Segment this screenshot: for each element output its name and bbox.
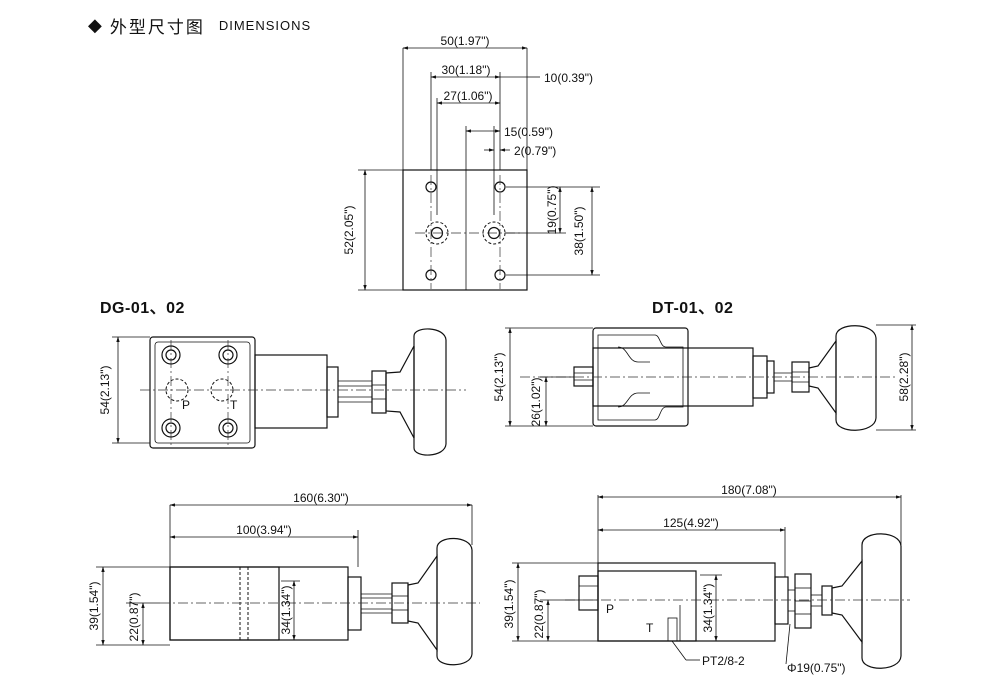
dt-side-body-height-dim: 34(1.34") (701, 584, 715, 633)
dt-side-body-dim: 125(4.92") (663, 516, 719, 530)
top-offset-10-dim: 10(0.39") (544, 71, 593, 85)
section-title-cn: 外型尺寸图 (109, 17, 205, 38)
dg-side-view: 160(6.30") 100(3.94") 39(1.54") 22(0.87"… (87, 491, 480, 666)
section-title-en: DIMENSIONS (218, 17, 312, 33)
dg-port-t-label: T (230, 398, 238, 412)
dg-port-p-circle (165, 378, 189, 402)
dg-plan-locknut (371, 370, 387, 414)
dg-plan-height-dim: 54(2.13") (98, 366, 112, 415)
top-offset-27-dim: 27(1.06") (444, 89, 493, 103)
mounting-face-outline (402, 169, 528, 291)
diamond-bullet-icon: ◆ (88, 14, 102, 35)
dg-plan-view: P T 54(2.13") (98, 328, 466, 456)
dt-side-port-t-label: T (646, 621, 654, 635)
dg-side-knob (436, 537, 473, 666)
top-height-dim: 52(2.05") (342, 206, 356, 255)
dg-plan-bolt-holes (161, 345, 238, 438)
top-offset-2-dim: 2(0.79") (514, 144, 556, 158)
dt-side-total-height-dim: 39(1.54") (502, 580, 516, 629)
dt-plan-body-height-dim: 54(2.13") (492, 353, 506, 402)
dg-model-label: DG-01、02 (100, 300, 185, 317)
top-bolt-pitch-dim: 38(1.50") (572, 207, 586, 256)
dg-side-body-dim: 100(3.94") (236, 523, 292, 537)
dt-side-view: P T 180(7.08") 125(4.92") 39(1.54") 22(0… (502, 483, 910, 675)
dt-side-shaft-dia-label: Φ19(0.75") (787, 661, 846, 675)
dt-side-knob (861, 533, 902, 669)
dt-side-thread-label: PT2/8-2 (702, 654, 745, 668)
top-view-mounting-face: 50(1.97") 30(1.18") 10(0.39") 27(1.06") … (342, 34, 600, 291)
dg-side-total-height-dim: 39(1.54") (87, 582, 101, 631)
dg-side-body-height-dim: 34(1.34") (279, 586, 293, 635)
top-offset-30-dim: 30(1.18") (442, 63, 491, 77)
section-header: ◆ 外型尺寸图 DIMENSIONS (88, 12, 311, 38)
dg-side-overall-dim: 160(6.30") (293, 491, 349, 505)
dt-model-label: DT-01、02 (652, 300, 734, 317)
mounting-bolt-holes (425, 181, 506, 281)
top-port-pitch-dim: 19(0.75") (545, 186, 559, 235)
dg-plan-knob (413, 328, 447, 456)
dg-port-p-label: P (182, 398, 190, 412)
dt-plan-center-dim: 26(1.02") (529, 378, 543, 427)
dt-side-port-height-dim: 22(0.87") (532, 590, 546, 639)
dg-side-port-height-dim: 22(0.87") (127, 593, 141, 642)
dg-side-body (169, 566, 349, 641)
dt-side-body (597, 562, 776, 642)
top-width-dim: 50(1.97") (441, 34, 490, 48)
dt-plan-knob (835, 325, 877, 431)
dt-plan-knob-height-dim: 58(2.28") (897, 353, 911, 402)
dt-side-port-p-label: P (606, 602, 614, 616)
dg-plan-bonnet (254, 354, 328, 429)
dt-side-pt-port (667, 617, 678, 642)
top-offset-15-dim: 15(0.59") (504, 125, 553, 139)
dt-side-overall-dim: 180(7.08") (721, 483, 777, 497)
dt-plan-view: 54(2.13") 26(1.02") 58(2.28") (492, 324, 916, 431)
